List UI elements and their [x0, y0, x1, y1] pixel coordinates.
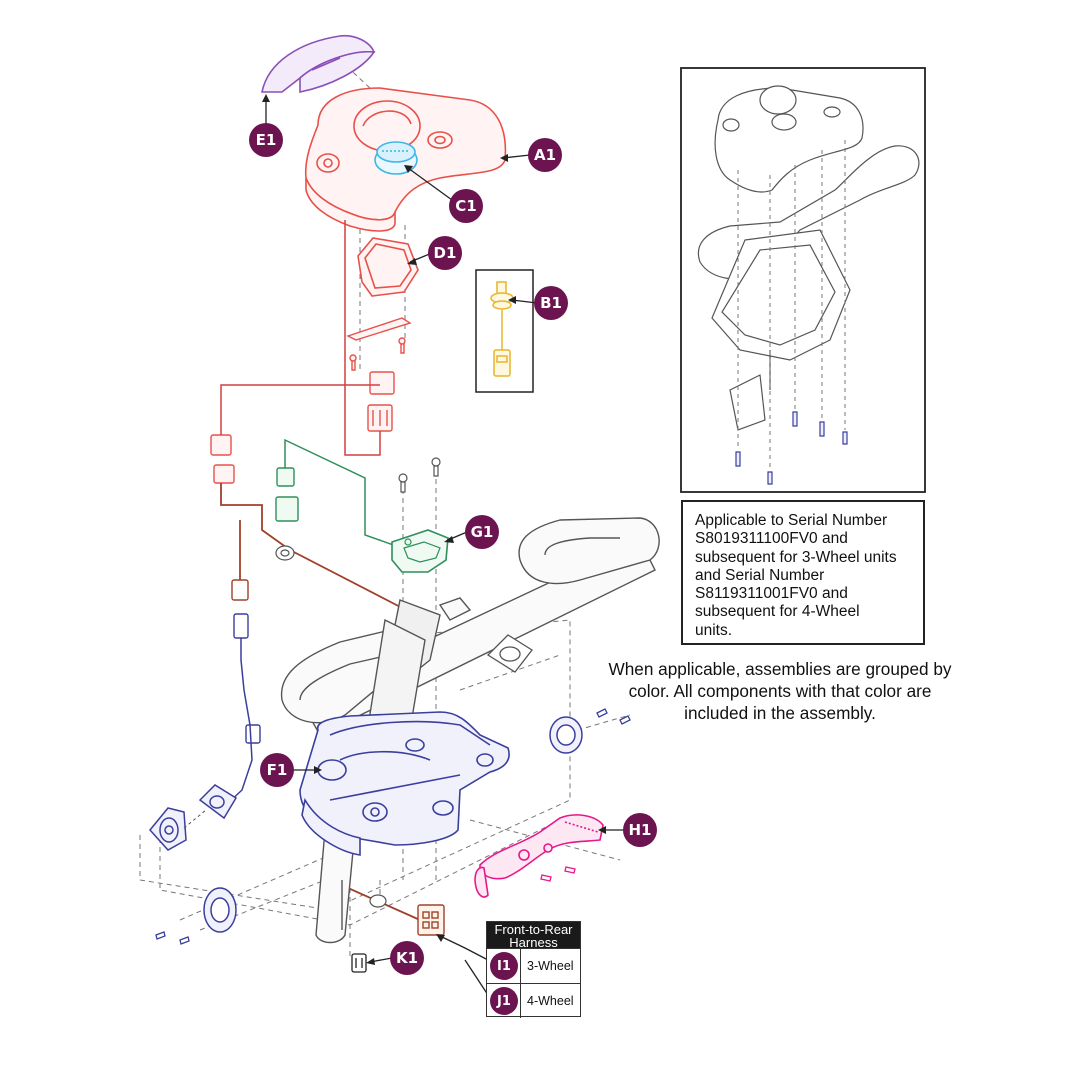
detail-inset-screws: [735, 411, 848, 485]
callout-b1: B1: [534, 286, 568, 320]
legend-badge-j1: J1: [490, 987, 518, 1015]
blue-harness-wire: [225, 638, 253, 806]
svg-text:H1: H1: [629, 821, 652, 839]
callout-a1: A1: [528, 138, 562, 172]
a1-harness-wire: [220, 220, 381, 456]
k1-connector: [351, 953, 367, 973]
legend-label-i1: 3-Wheel: [527, 959, 574, 973]
h1-screws: [540, 866, 576, 882]
legend-label-j1: 4-Wheel: [527, 994, 574, 1008]
color-grouping-note: When applicable, assemblies are grouped …: [608, 659, 952, 723]
callout-arrowheads: [262, 94, 606, 965]
legend-row-j1: J1 4-Wheel: [487, 983, 580, 1018]
detail-inset-drawing: [697, 85, 920, 431]
a1-harness-connectors: [210, 371, 395, 484]
legend-badge-i1: I1: [490, 952, 518, 980]
f1-port-axis: [183, 809, 207, 829]
legend-title: Front-to-Rear Harness: [487, 922, 580, 949]
port-flange: [486, 634, 533, 673]
svg-text:D1: D1: [434, 244, 457, 262]
svg-text:C1: C1: [455, 197, 476, 215]
harness-legend: Front-to-Rear Harness I1 3-Wheel J1 4-Wh…: [486, 921, 581, 1018]
callout-k1: K1: [390, 941, 424, 975]
detail-inset-guides: [737, 140, 846, 470]
svg-text:B1: B1: [540, 294, 562, 312]
callout-h1: H1: [623, 813, 657, 847]
callout-d1: D1: [428, 236, 462, 270]
f1-trim-rings: [203, 716, 583, 933]
f1-tiller-housing: [299, 711, 510, 856]
callout-c1: C1: [449, 189, 483, 223]
i1-j1-harness-connector: [417, 904, 445, 936]
callout-g1: G1: [465, 515, 499, 549]
svg-text:F1: F1: [267, 761, 288, 779]
f1-screws: [155, 708, 631, 945]
g1-mounting-screws: [398, 457, 441, 493]
f1-charger-port: [149, 784, 238, 851]
applicability-note: Applicable to Serial Number S8019311100F…: [681, 500, 925, 645]
svg-text:G1: G1: [471, 523, 494, 541]
g1-switch-harness: [275, 438, 449, 573]
h1-throttle-lever: [474, 814, 604, 898]
rear-harness-connectors: [231, 579, 261, 744]
harness-grommet: [275, 545, 387, 908]
svg-text:K1: K1: [396, 949, 418, 967]
callout-e1: E1: [249, 123, 283, 157]
e1-top-shroud: [261, 34, 376, 93]
svg-text:A1: A1: [534, 146, 556, 164]
legend-row-i1: I1 3-Wheel: [487, 948, 580, 983]
a1-bracket-and-screws: [346, 317, 412, 371]
b1-key-switch-harness: [490, 281, 514, 377]
svg-text:E1: E1: [256, 131, 277, 149]
callout-f1: F1: [260, 753, 294, 787]
d1-key-module: [357, 237, 419, 297]
